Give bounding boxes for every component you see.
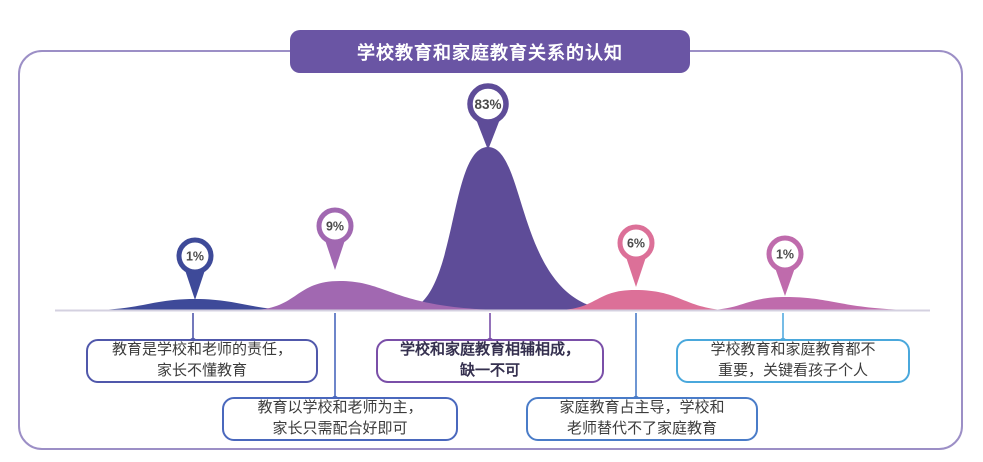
pin-1-ring bbox=[176, 237, 214, 275]
pin-5-value: 1% bbox=[776, 248, 794, 262]
description-box-2: 教育以学校和老师为主， 家长只需配合好即可 bbox=[222, 397, 458, 441]
page-title: 学校教育和家庭教育关系的认知 bbox=[357, 42, 623, 63]
bump-area-5 bbox=[704, 297, 908, 310]
title-banner: 学校教育和家庭教育关系的认知 bbox=[290, 30, 690, 73]
pin-2-ring bbox=[316, 207, 354, 245]
description-box-4: 家庭教育占主导，学校和 老师替代不了家庭教育 bbox=[526, 397, 758, 441]
pin-4-ring bbox=[617, 224, 655, 262]
bump-area-2 bbox=[250, 281, 498, 310]
description-box-1-line2: 家长不懂教育 bbox=[156, 362, 247, 379]
pin-3-ring bbox=[467, 83, 509, 125]
pin-1: 1% bbox=[176, 237, 214, 300]
description-box-4-line1: 家庭教育占主导，学校和 bbox=[559, 399, 725, 417]
description-box-4-line2: 老师替代不了家庭教育 bbox=[566, 420, 717, 437]
pin-3: 83% bbox=[467, 83, 509, 150]
description-box-5: 学校教育和家庭教育都不 重要，关键看孩子个人 bbox=[676, 339, 910, 383]
pin-2: 9% bbox=[316, 207, 354, 270]
bump-area-3 bbox=[406, 147, 612, 310]
description-box-5-line1: 学校教育和家庭教育都不 bbox=[710, 341, 876, 359]
pin-1-value: 1% bbox=[186, 250, 204, 264]
bump-area-1 bbox=[92, 299, 298, 310]
pin-2-value: 9% bbox=[326, 220, 344, 234]
description-box-5-line2: 重要，关键看孩子个人 bbox=[717, 362, 868, 379]
description-box-3: 学校和家庭教育相辅相成， 缺一不可 bbox=[376, 339, 604, 383]
description-box-3-line1: 学校和家庭教育相辅相成， bbox=[399, 341, 580, 359]
pin-5: 1% bbox=[766, 235, 804, 296]
pin-4: 6% bbox=[617, 224, 655, 287]
bump-area-4 bbox=[556, 290, 722, 310]
description-box-1: 教育是学校和老师的责任， 家长不懂教育 bbox=[86, 339, 318, 383]
description-box-2-line2: 家长只需配合好即可 bbox=[272, 420, 408, 437]
description-box-2-line1: 教育以学校和老师为主， bbox=[257, 399, 423, 417]
pin-5-ring bbox=[766, 235, 804, 273]
description-box-3-line2: 缺一不可 bbox=[459, 362, 520, 379]
description-box-1-line1: 教育是学校和老师的责任， bbox=[111, 341, 292, 359]
pin-3-value: 83% bbox=[474, 97, 501, 112]
pin-4-value: 6% bbox=[627, 237, 645, 251]
